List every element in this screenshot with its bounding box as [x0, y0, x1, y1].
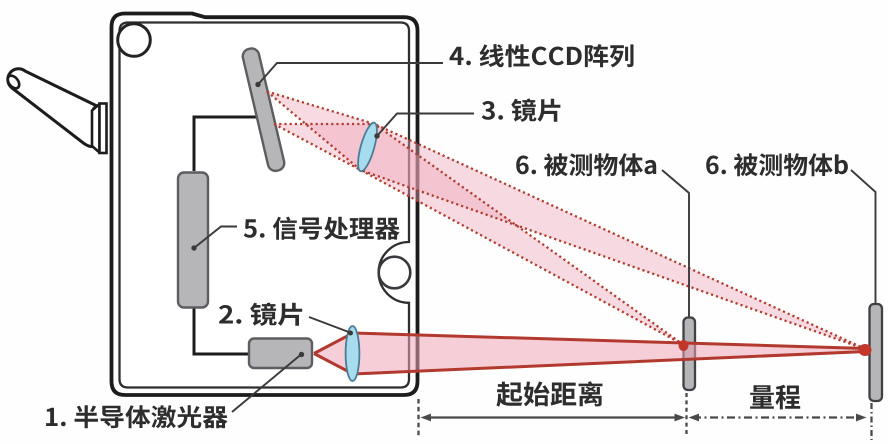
leader-lens3	[376, 112, 474, 137]
label-ccd-glyphs	[449, 44, 634, 68]
label-standoff-glyphs	[496, 381, 603, 407]
leader-processor	[193, 225, 237, 249]
leader-laser	[231, 353, 302, 413]
label-processor: 5. 信号处理器	[243, 215, 401, 244]
cable-end-cap	[6, 74, 21, 90]
label-range-glyphs	[750, 384, 801, 410]
receiver-lens	[357, 121, 378, 173]
dimension-arrows	[420, 413, 867, 422]
ccd-array	[241, 47, 286, 173]
label-lens2-glyphs	[219, 302, 303, 326]
arrow-range-left	[688, 413, 699, 422]
labels: 1. 半导体激光器 2. 镜片 3. 镜片 4. 线性CCD阵列 5. 信号处理…	[44, 42, 855, 432]
label-processor-glyphs	[243, 216, 400, 240]
reflected-beam-b-top-edge	[266, 90, 867, 351]
leader-dot-lens3	[374, 133, 380, 139]
label-lens3-glyphs	[481, 98, 561, 122]
emitter-lens	[344, 325, 361, 382]
cable-connector	[98, 102, 108, 155]
label-ccd: 4. 线性CCD阵列	[449, 42, 638, 71]
label-standoff-distance: 起始距离	[496, 380, 603, 411]
housing-screw-hole-topleft	[116, 22, 152, 58]
reflected-beams	[267, 91, 867, 350]
label-laser: 1. 半导体激光器	[44, 403, 228, 432]
wire-ccd-to-processor	[192, 115, 257, 171]
leader-dot-laser	[298, 351, 305, 358]
leader-ccd	[257, 62, 443, 86]
label-processor-text: 5. 信号处理器	[243, 215, 401, 244]
leader-lens2	[308, 316, 351, 334]
laser-spot-b	[858, 344, 872, 356]
label-standoff-text: 起始距离	[496, 380, 602, 411]
label-lens3-text: 3. 镜片	[481, 97, 565, 126]
label-range-text: 量程	[749, 383, 802, 414]
signal-processor	[176, 171, 210, 309]
dimension-lines	[417, 393, 873, 440]
label-lens3: 3. 镜片	[481, 97, 565, 126]
components	[176, 47, 314, 370]
sensor-cable	[6, 67, 108, 155]
label-object-b-text: 6. 被测物体b	[705, 151, 855, 180]
label-object-b-glyphs	[706, 153, 848, 177]
label-object-a-glyphs	[516, 153, 657, 177]
reflected-beam-b-bottom-edge	[266, 90, 867, 351]
label-object-a-text: 6. 被测物体a	[515, 151, 664, 180]
label-lens2: 2. 镜片	[218, 301, 303, 330]
emitted-beam-fill	[314, 333, 866, 374]
label-object-a: 6. 被测物体a	[515, 151, 664, 180]
circuit-wires	[192, 115, 257, 356]
housing-inner-line	[118, 21, 411, 389]
object-b-bar	[868, 302, 884, 403]
reflected-beam-b-fill	[267, 91, 867, 350]
laser-diode	[247, 337, 314, 370]
leader-dot-lens2	[348, 330, 353, 336]
arrow-standoff-right	[674, 413, 685, 422]
leader-lines	[193, 62, 877, 413]
laser-spot-a	[678, 340, 689, 351]
leader-dots	[191, 81, 380, 358]
leader-object-a	[661, 169, 690, 317]
arrow-standoff-left	[420, 413, 431, 422]
label-range: 量程	[749, 383, 802, 414]
label-laser-text: 1. 半导体激光器	[44, 403, 226, 432]
label-ccd-text: 4. 线性CCD阵列	[449, 42, 638, 71]
reflected-beam-a-bottom-edge	[273, 122, 684, 346]
label-laser-glyphs	[46, 405, 228, 429]
label-lens2-text: 2. 镜片	[218, 301, 302, 330]
arrow-range-right	[856, 413, 867, 422]
housing-screw-hole-right	[377, 255, 412, 290]
leader-dot-ccd	[255, 81, 261, 88]
leader-object-b	[850, 169, 877, 303]
leader-dot-processor	[191, 245, 197, 251]
lenses	[344, 121, 378, 382]
wire-processor-to-laser	[192, 308, 248, 356]
label-object-b: 6. 被测物体b	[705, 151, 855, 180]
